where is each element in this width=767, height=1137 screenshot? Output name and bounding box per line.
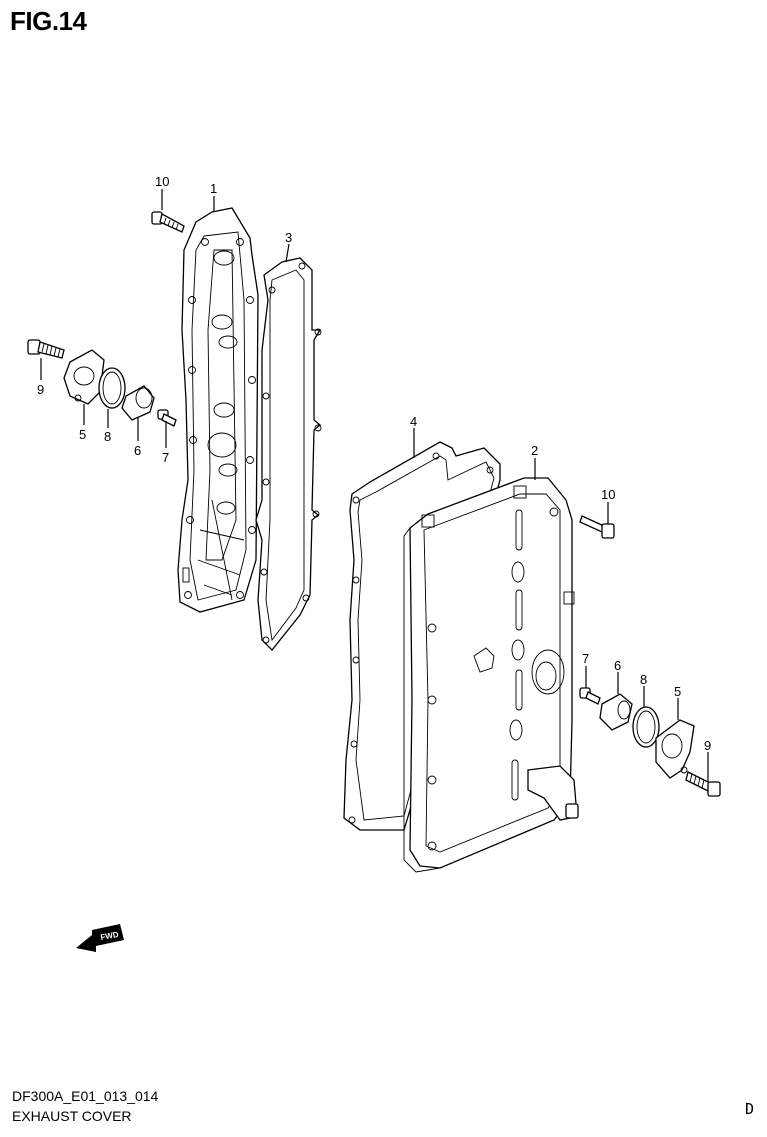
part-7-screw-right xyxy=(579,687,601,705)
part-9-bolt-left xyxy=(27,339,65,359)
fwd-arrow-icon: FWD xyxy=(76,924,124,952)
part-8-o-ring-left xyxy=(98,367,126,409)
part-5-flange-right xyxy=(655,719,695,779)
part-5-flange-left xyxy=(63,349,105,405)
callout-5-left: 5 xyxy=(79,427,86,442)
part-10-bolt-right xyxy=(579,515,615,539)
callout-10-right: 10 xyxy=(601,487,615,502)
callout-3: 3 xyxy=(285,230,292,245)
callout-9-right: 9 xyxy=(704,738,711,753)
part-3-gasket xyxy=(255,257,322,651)
part-2-outer-cover xyxy=(403,477,579,873)
callout-6-left: 6 xyxy=(134,443,141,458)
callout-numbers: 10 1 3 9 5 8 6 7 4 2 10 7 6 8 5 9 xyxy=(37,174,711,753)
callout-8-left: 8 xyxy=(104,429,111,444)
part-9-bolt-right xyxy=(685,771,721,797)
part-6-collar-right xyxy=(599,693,633,731)
part-8-o-ring-right xyxy=(632,706,660,748)
fwd-label: FWD xyxy=(100,930,120,942)
callout-10-top: 10 xyxy=(155,174,169,189)
callout-2: 2 xyxy=(531,443,538,458)
callout-6-right: 6 xyxy=(614,658,621,673)
callout-leaders xyxy=(40,189,709,782)
callout-7-right: 7 xyxy=(582,651,589,666)
callout-7-left: 7 xyxy=(162,450,169,465)
figure-title: FIG.14 xyxy=(10,6,87,36)
diagram-name: EXHAUST COVER xyxy=(12,1108,132,1124)
callout-9-left: 9 xyxy=(37,382,44,397)
part-6-collar-left xyxy=(121,385,155,421)
part-1-inner-cover xyxy=(177,207,259,613)
callout-4: 4 xyxy=(410,414,417,429)
part-10-bolt-top xyxy=(151,211,185,233)
callout-1: 1 xyxy=(210,181,217,196)
diagram-code: DF300A_E01_013_014 xyxy=(12,1088,159,1104)
callout-5-right: 5 xyxy=(674,684,681,699)
part-7-screw-left xyxy=(157,409,177,427)
callout-8-right: 8 xyxy=(640,672,647,687)
page-letter: D xyxy=(745,1100,755,1118)
